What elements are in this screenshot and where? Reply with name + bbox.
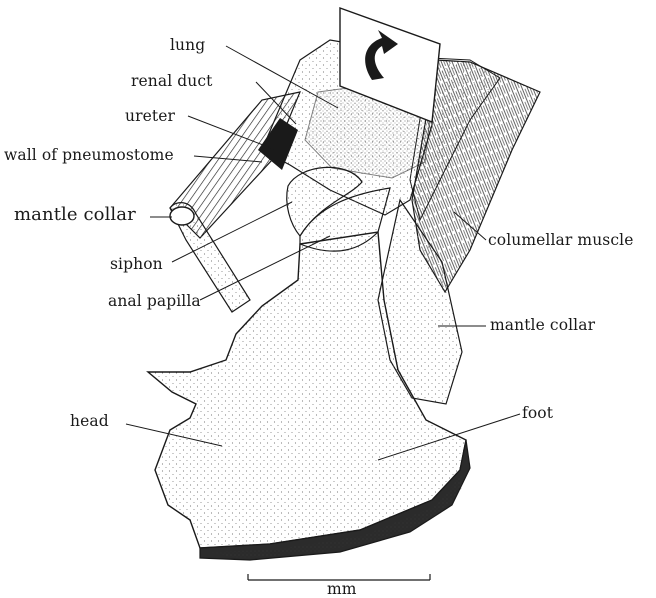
label-mantle-collar-right: mantle collar: [490, 316, 595, 334]
label-ureter: ureter: [125, 107, 175, 125]
label-renal-duct: renal duct: [131, 72, 213, 90]
scale-bar-label: mm: [327, 580, 357, 598]
label-head: head: [70, 412, 109, 430]
label-columellar-muscle: columellar muscle: [488, 231, 633, 249]
label-siphon: siphon: [110, 255, 163, 273]
label-mantle-collar-left: mantle collar: [14, 206, 136, 224]
mantle-collar-left-rim: [170, 207, 194, 225]
label-wall-of-pneumostome: wall of pneumostome: [4, 146, 174, 164]
label-lung: lung: [170, 36, 205, 54]
label-foot: foot: [522, 404, 553, 422]
label-anal-papilla: anal papilla: [108, 292, 201, 310]
